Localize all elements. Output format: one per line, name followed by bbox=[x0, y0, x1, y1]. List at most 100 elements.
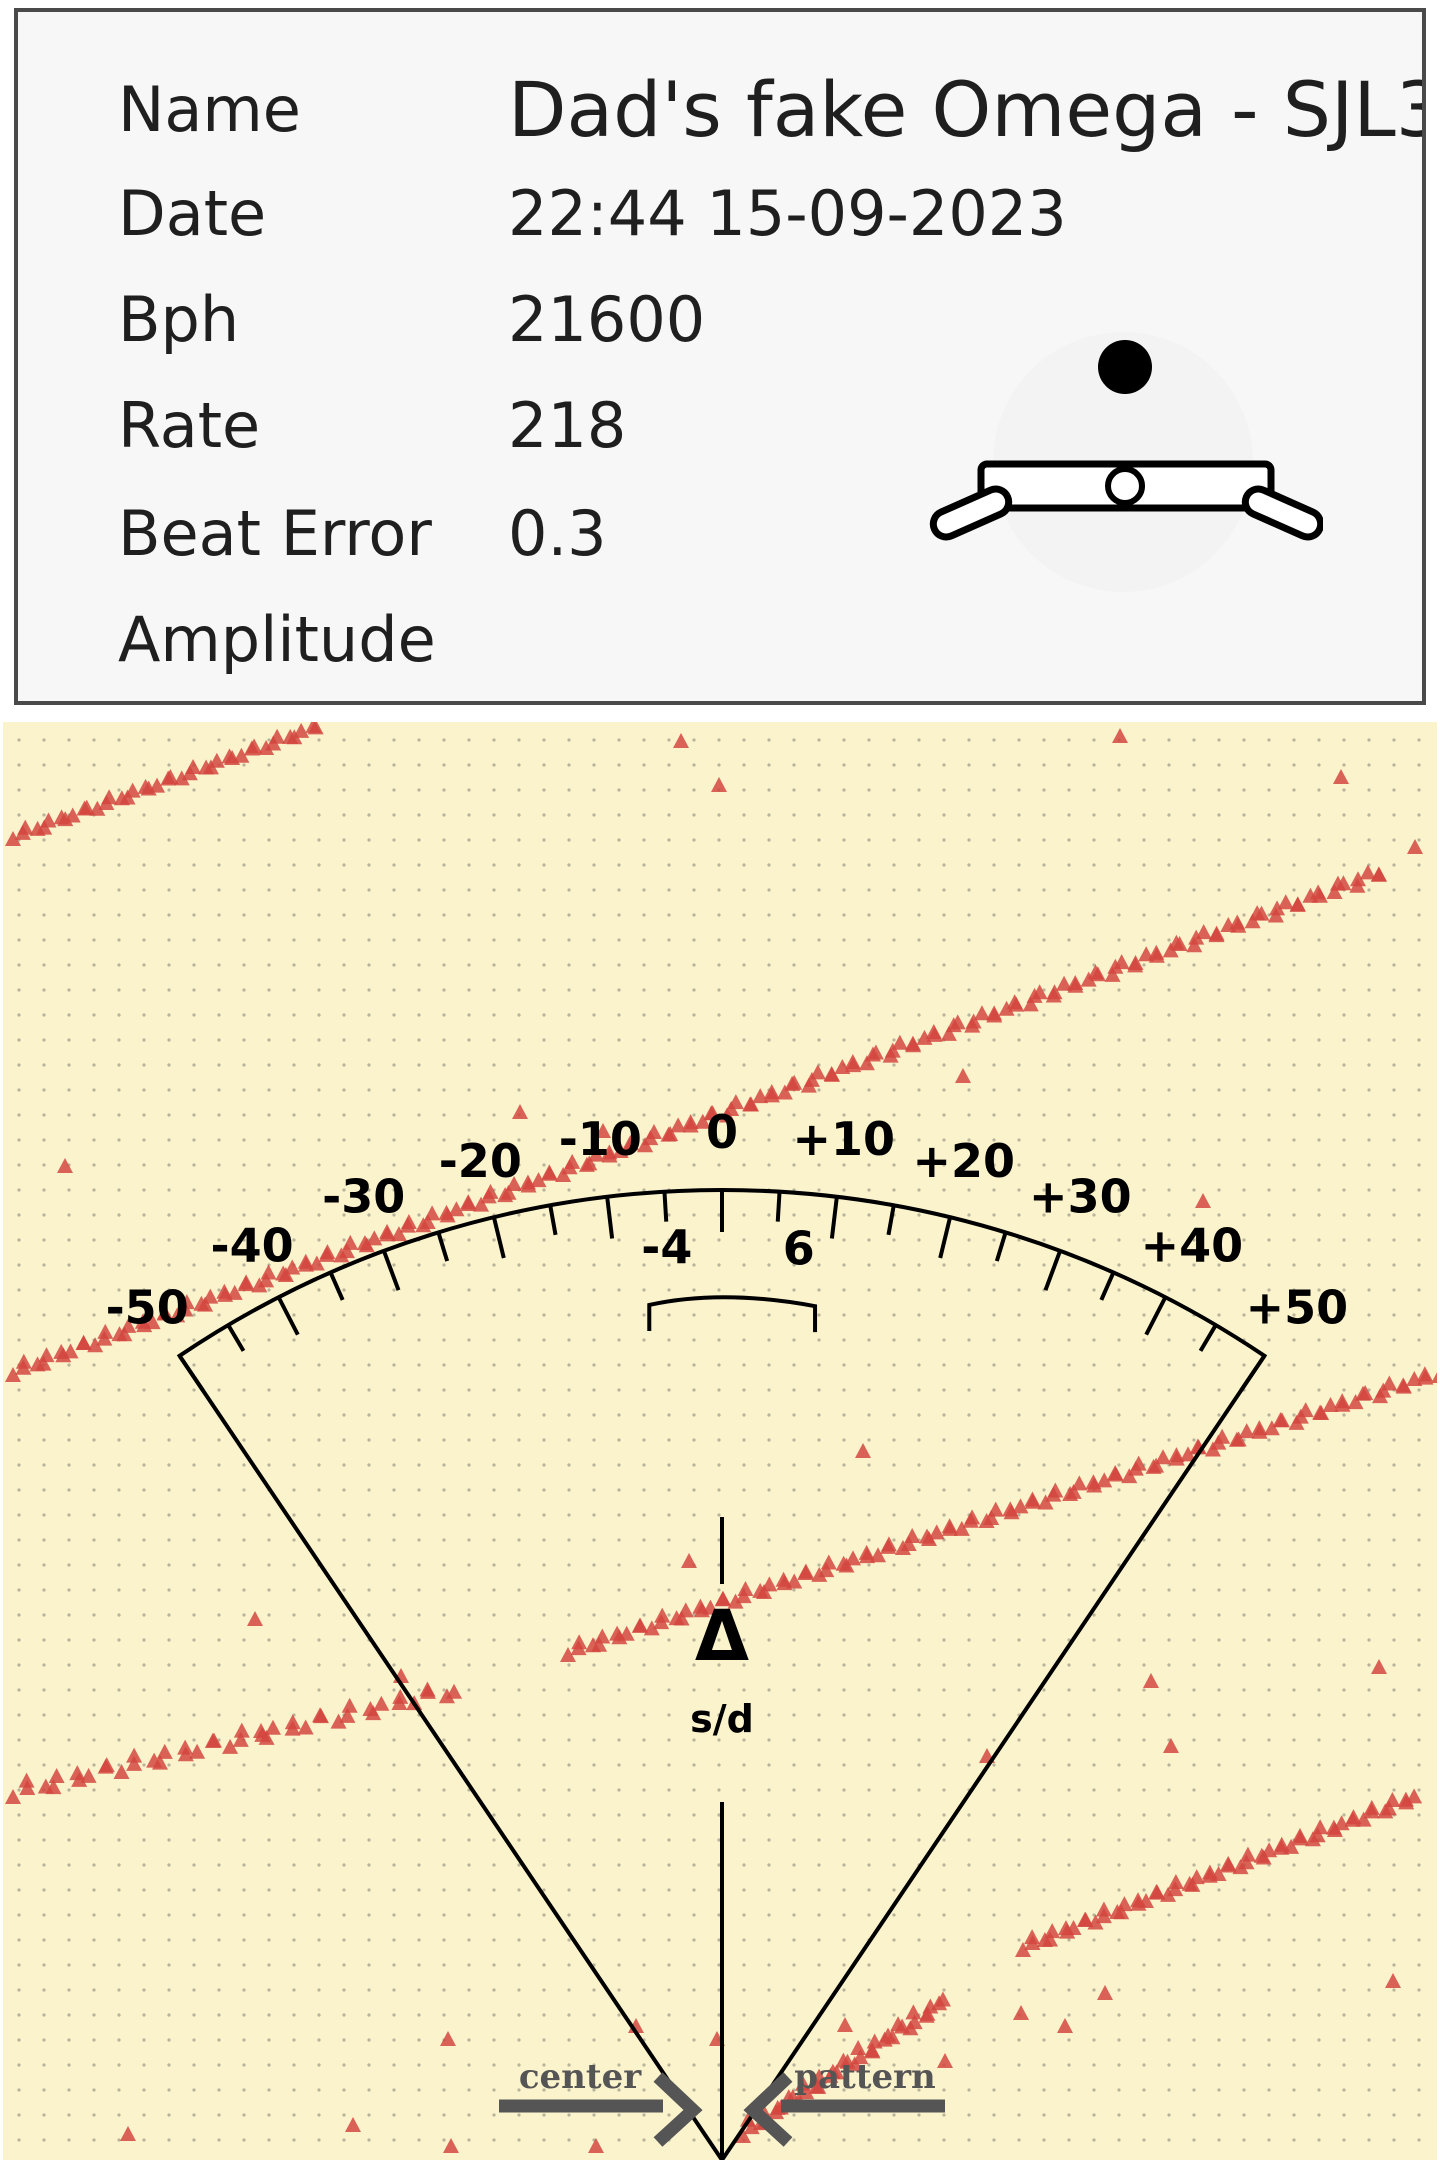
beat-marker bbox=[890, 2016, 907, 2032]
grid-dot bbox=[1267, 888, 1271, 892]
grid-dot bbox=[1167, 963, 1171, 967]
grid-dots bbox=[17, 738, 1421, 2142]
grid-dot bbox=[1117, 1588, 1121, 1592]
grid-dot bbox=[1367, 1213, 1371, 1217]
grid-dot bbox=[292, 963, 296, 967]
grid-dot bbox=[1067, 738, 1071, 742]
grid-dot bbox=[1417, 1863, 1421, 1867]
grid-dot bbox=[1017, 1588, 1021, 1592]
grid-dot bbox=[492, 1013, 496, 1017]
beat-marker bbox=[57, 1158, 73, 1173]
grid-dot bbox=[1292, 1313, 1296, 1317]
grid-dot bbox=[217, 2113, 221, 2117]
grid-dot bbox=[1392, 1963, 1396, 1967]
grid-dot bbox=[1342, 1863, 1346, 1867]
grid-dot bbox=[1292, 1238, 1296, 1242]
grid-dot bbox=[892, 1438, 896, 1442]
grid-dot bbox=[442, 1988, 446, 1992]
grid-dot bbox=[792, 838, 796, 842]
grid-dot bbox=[17, 1988, 21, 1992]
grid-dot bbox=[467, 1713, 471, 1717]
grid-dot bbox=[1192, 1213, 1196, 1217]
grid-dot bbox=[442, 1513, 446, 1517]
grid-dot bbox=[117, 988, 121, 992]
grid-dot bbox=[1392, 2113, 1396, 2117]
grid-dot bbox=[1392, 1863, 1396, 1867]
grid-dot bbox=[67, 2063, 71, 2067]
grid-dot bbox=[142, 1738, 146, 1742]
grid-dot bbox=[442, 988, 446, 992]
beat-marker bbox=[1238, 1423, 1255, 1439]
grid-dot bbox=[1167, 1663, 1171, 1667]
grid-dot bbox=[1167, 1163, 1171, 1167]
grid-dot bbox=[792, 1888, 796, 1892]
grid-dot bbox=[192, 863, 196, 867]
grid-dot bbox=[1167, 1688, 1171, 1692]
beat-marker bbox=[339, 1707, 356, 1723]
grid-dot bbox=[142, 938, 146, 942]
grid-dot bbox=[767, 763, 771, 767]
grid-dot bbox=[1317, 1038, 1321, 1042]
grid-dot bbox=[642, 738, 646, 742]
beat-marker bbox=[204, 1732, 221, 1748]
grid-dot bbox=[867, 1388, 871, 1392]
grid-dot bbox=[1317, 1963, 1321, 1967]
grid-dot bbox=[1317, 1188, 1321, 1192]
grid-dot bbox=[1167, 1338, 1171, 1342]
grid-dot bbox=[992, 1913, 996, 1917]
grid-dot bbox=[517, 2013, 521, 2017]
grid-dot bbox=[1092, 1813, 1096, 1817]
grid-dot bbox=[892, 1913, 896, 1917]
grid-dot bbox=[1317, 1338, 1321, 1342]
beat-marker bbox=[126, 1755, 143, 1771]
grid-dot bbox=[367, 2138, 371, 2142]
grid-dot bbox=[667, 813, 671, 817]
grid-dot bbox=[892, 1063, 896, 1067]
grid-dot bbox=[692, 1688, 696, 1692]
grid-dot bbox=[1392, 1788, 1396, 1792]
grid-dot bbox=[717, 913, 721, 917]
grid-dot bbox=[42, 1838, 46, 1842]
grid-dot bbox=[642, 838, 646, 842]
grid-dot bbox=[392, 1113, 396, 1117]
grid-dot bbox=[567, 1313, 571, 1317]
grid-dot bbox=[217, 813, 221, 817]
grid-dot bbox=[917, 1063, 921, 1067]
beat-marker bbox=[884, 2029, 901, 2045]
grid-dot bbox=[1092, 1013, 1096, 1017]
beat-marker bbox=[293, 722, 310, 738]
grid-dot bbox=[492, 1913, 496, 1917]
grid-dot bbox=[1392, 1088, 1396, 1092]
grid-dot bbox=[1367, 1913, 1371, 1917]
beat-marker bbox=[251, 1277, 268, 1293]
grid-dot bbox=[992, 1038, 996, 1042]
grid-dot bbox=[442, 1938, 446, 1942]
grid-dot bbox=[1267, 1913, 1271, 1917]
beat-marker bbox=[342, 1234, 359, 1250]
grid-dot bbox=[992, 1688, 996, 1692]
grid-dot bbox=[442, 1488, 446, 1492]
grid-dot bbox=[617, 2088, 621, 2092]
grid-dot bbox=[817, 1513, 821, 1517]
grid-dot bbox=[442, 1438, 446, 1442]
grid-dot bbox=[1117, 1988, 1121, 1992]
grid-dot bbox=[967, 1938, 971, 1942]
grid-dot bbox=[967, 1613, 971, 1617]
grid-dot bbox=[317, 1588, 321, 1592]
grid-dot bbox=[1042, 1638, 1046, 1642]
grid-dot bbox=[492, 888, 496, 892]
grid-dot bbox=[1342, 1438, 1346, 1442]
grid-dot bbox=[817, 1088, 821, 1092]
grid-dot bbox=[667, 1963, 671, 1967]
grid-dot bbox=[867, 1988, 871, 1992]
grid-dot bbox=[1217, 1688, 1221, 1692]
beat-marker bbox=[1037, 1494, 1054, 1510]
grid-dot bbox=[942, 938, 946, 942]
grid-dot bbox=[542, 813, 546, 817]
grid-dot bbox=[192, 2088, 196, 2092]
grid-dot bbox=[217, 913, 221, 917]
grid-dot bbox=[567, 1438, 571, 1442]
grid-dot bbox=[1167, 1063, 1171, 1067]
grid-dot bbox=[342, 1688, 346, 1692]
grid-dot bbox=[267, 1388, 271, 1392]
